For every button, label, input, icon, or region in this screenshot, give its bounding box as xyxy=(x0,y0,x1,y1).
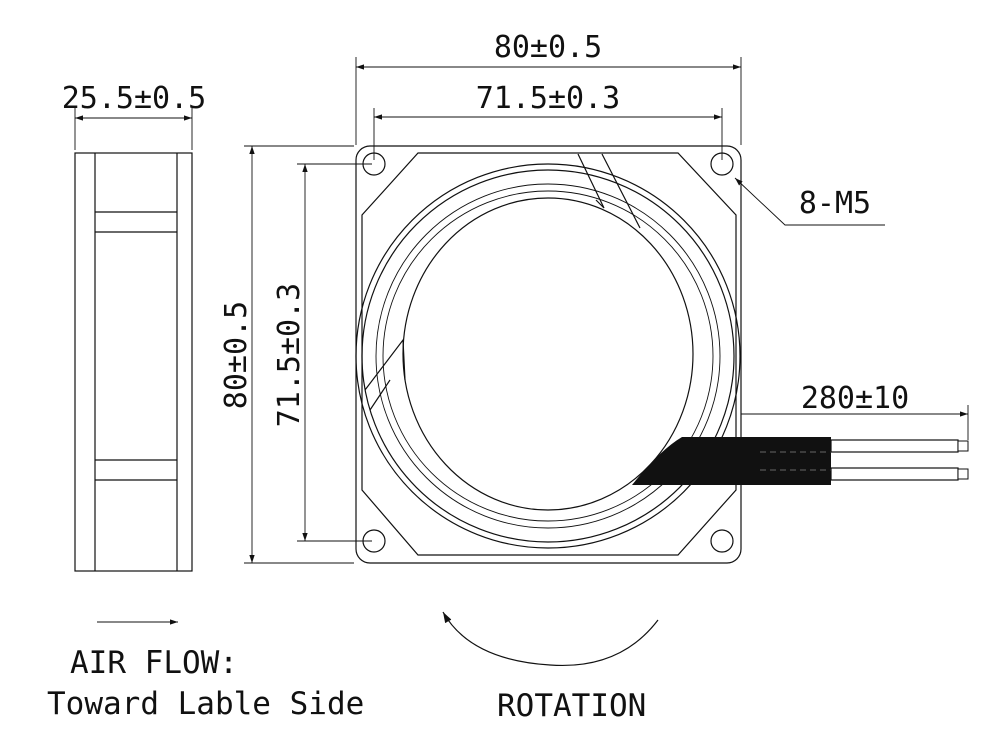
svg-text:80±0.5: 80±0.5 xyxy=(494,30,602,65)
hole-height-dimension: 71.5±0.3 xyxy=(272,163,372,542)
overall-height-dimension: 80±0.5 xyxy=(219,145,354,564)
side-view xyxy=(74,152,193,572)
svg-text:71.5±0.3: 71.5±0.3 xyxy=(476,81,621,116)
svg-text:71.5±0.3: 71.5±0.3 xyxy=(272,283,307,428)
mounting-holes xyxy=(362,152,734,553)
mounting-hole-callout: 8-M5 xyxy=(734,177,885,226)
airflow-title: AIR FLOW: xyxy=(70,645,238,681)
thickness-label: 25.5±0.5 xyxy=(62,81,207,116)
lead-length-dimension: 280±10 xyxy=(741,381,969,440)
svg-text:8-M5: 8-M5 xyxy=(799,186,871,221)
svg-text:280±10: 280±10 xyxy=(801,381,909,416)
hub xyxy=(402,197,694,511)
rotation-label: ROTATION xyxy=(497,688,646,724)
overall-width-dimension: 80±0.5 xyxy=(355,30,742,145)
hole-width-dimension: 71.5±0.3 xyxy=(373,81,723,160)
thickness-dimension: 25.5±0.5 xyxy=(62,81,207,150)
airflow-description: Toward Lable Side xyxy=(47,686,364,722)
svg-text:80±0.5: 80±0.5 xyxy=(219,301,254,409)
lead-wires xyxy=(632,437,969,485)
rotation-arrow xyxy=(442,611,659,667)
front-view xyxy=(355,145,969,564)
